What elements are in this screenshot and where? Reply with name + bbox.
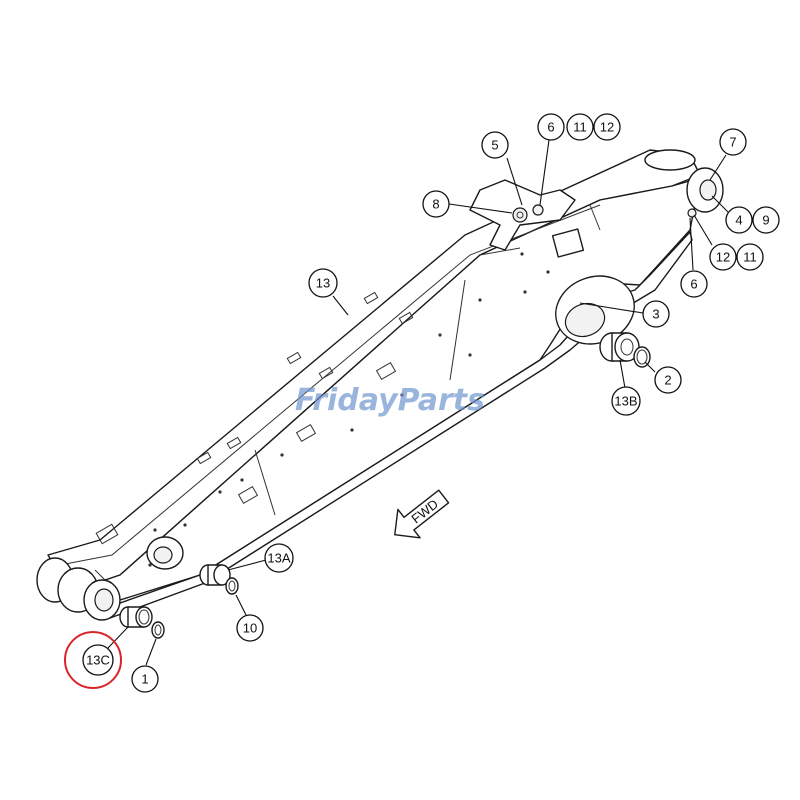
svg-text:1: 1	[141, 672, 148, 687]
watermark-logo: FridayParts	[295, 383, 485, 418]
callout-11-right[interactable]: 11	[736, 243, 764, 271]
svg-text:2: 2	[664, 373, 671, 388]
rivets	[148, 252, 550, 567]
callout-5[interactable]: 5	[481, 131, 509, 159]
callout-7[interactable]: 7	[719, 128, 747, 156]
svg-text:8: 8	[432, 197, 439, 212]
callout-12-top[interactable]: 12	[593, 113, 621, 141]
svg-text:10: 10	[243, 621, 257, 636]
svg-text:6: 6	[547, 120, 554, 135]
svg-text:13C: 13C	[86, 653, 110, 668]
svg-text:7: 7	[729, 135, 736, 150]
bushing-13b	[599, 332, 651, 368]
svg-text:13B: 13B	[614, 394, 637, 409]
callouts: 5 6 11 12 7 8 4 9 12 11 6 13 3 2 13B 13A…	[82, 113, 780, 693]
callout-8[interactable]: 8	[422, 190, 450, 218]
svg-text:6: 6	[690, 277, 697, 292]
flange-pads	[95, 291, 414, 545]
svg-text:13: 13	[316, 276, 330, 291]
svg-text:11: 11	[743, 250, 757, 265]
callout-4[interactable]: 4	[725, 206, 753, 234]
svg-text:4: 4	[735, 213, 742, 228]
seal-ring-1	[151, 621, 165, 639]
svg-text:5: 5	[491, 138, 498, 153]
callout-13c[interactable]: 13C	[82, 644, 114, 676]
callout-13a[interactable]: 13A	[264, 543, 294, 573]
highlight-ring	[64, 631, 122, 689]
forward-direction-arrow: FWD	[394, 489, 450, 539]
callout-11-top[interactable]: 11	[566, 113, 594, 141]
svg-text:9: 9	[762, 213, 769, 228]
callout-9[interactable]: 9	[752, 206, 780, 234]
callout-10[interactable]: 10	[236, 614, 264, 642]
callout-6-top[interactable]: 6	[537, 113, 565, 141]
svg-text:3: 3	[652, 307, 659, 322]
bushing-13c	[119, 606, 165, 639]
callout-2[interactable]: 2	[654, 366, 682, 394]
seal-ring-10	[225, 577, 239, 595]
callout-12-right[interactable]: 12	[709, 243, 737, 271]
bushing-13a	[199, 564, 239, 595]
leader-lines	[107, 139, 729, 666]
svg-text:12: 12	[716, 250, 730, 265]
cylinder-mount-lugs	[469, 179, 576, 251]
callout-1[interactable]: 1	[131, 665, 159, 693]
svg-text:12: 12	[600, 120, 614, 135]
callout-3[interactable]: 3	[642, 300, 670, 328]
svg-text:11: 11	[573, 120, 587, 135]
callout-13b[interactable]: 13B	[611, 386, 641, 416]
svg-text:13A: 13A	[267, 551, 290, 566]
lower-boss	[146, 536, 184, 570]
boom-body	[47, 149, 701, 619]
boom-nose-end	[36, 557, 121, 621]
callout-13[interactable]: 13	[308, 268, 338, 298]
callout-6-right[interactable]: 6	[680, 270, 708, 298]
